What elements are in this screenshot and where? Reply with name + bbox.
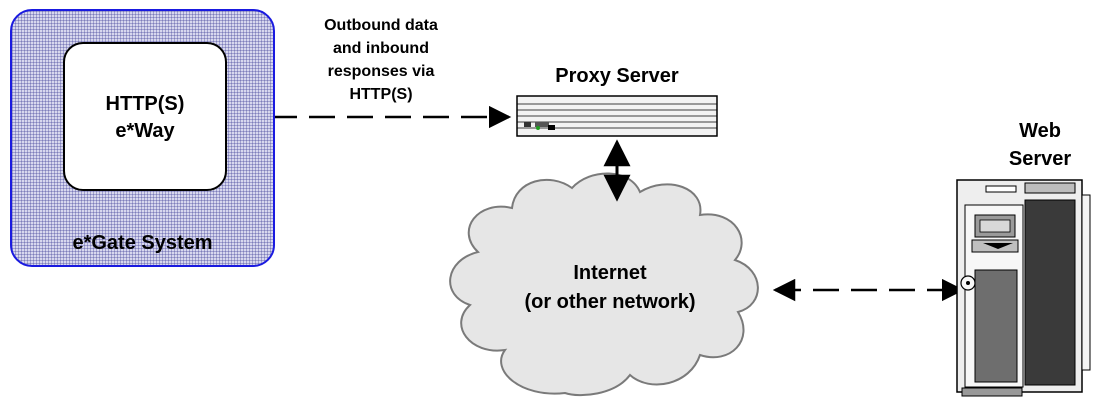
egate-system-label: e*Gate System — [72, 232, 213, 254]
connection-label-line3: responses via — [327, 63, 435, 80]
connection-label-line4: HTTP(S) — [349, 86, 413, 103]
eway-label-line1: HTTP(S) — [105, 93, 185, 115]
web-server-label-line2: Server — [1008, 148, 1072, 170]
http-eway-box — [63, 42, 227, 191]
connection-label-line2: and inbound — [333, 40, 429, 57]
proxy-server-icon — [516, 95, 718, 137]
internet-label-line1: Internet — [573, 262, 647, 284]
connection-label-line1: Outbound data — [324, 17, 438, 34]
eway-label-line2: e*Way — [115, 120, 175, 142]
web-server-icon — [956, 179, 1091, 397]
internet-cloud — [449, 172, 759, 397]
web-server-label-line1: Web — [1019, 120, 1061, 142]
internet-label-line2: (or other network) — [524, 291, 696, 313]
proxy-server-label: Proxy Server — [555, 65, 679, 87]
